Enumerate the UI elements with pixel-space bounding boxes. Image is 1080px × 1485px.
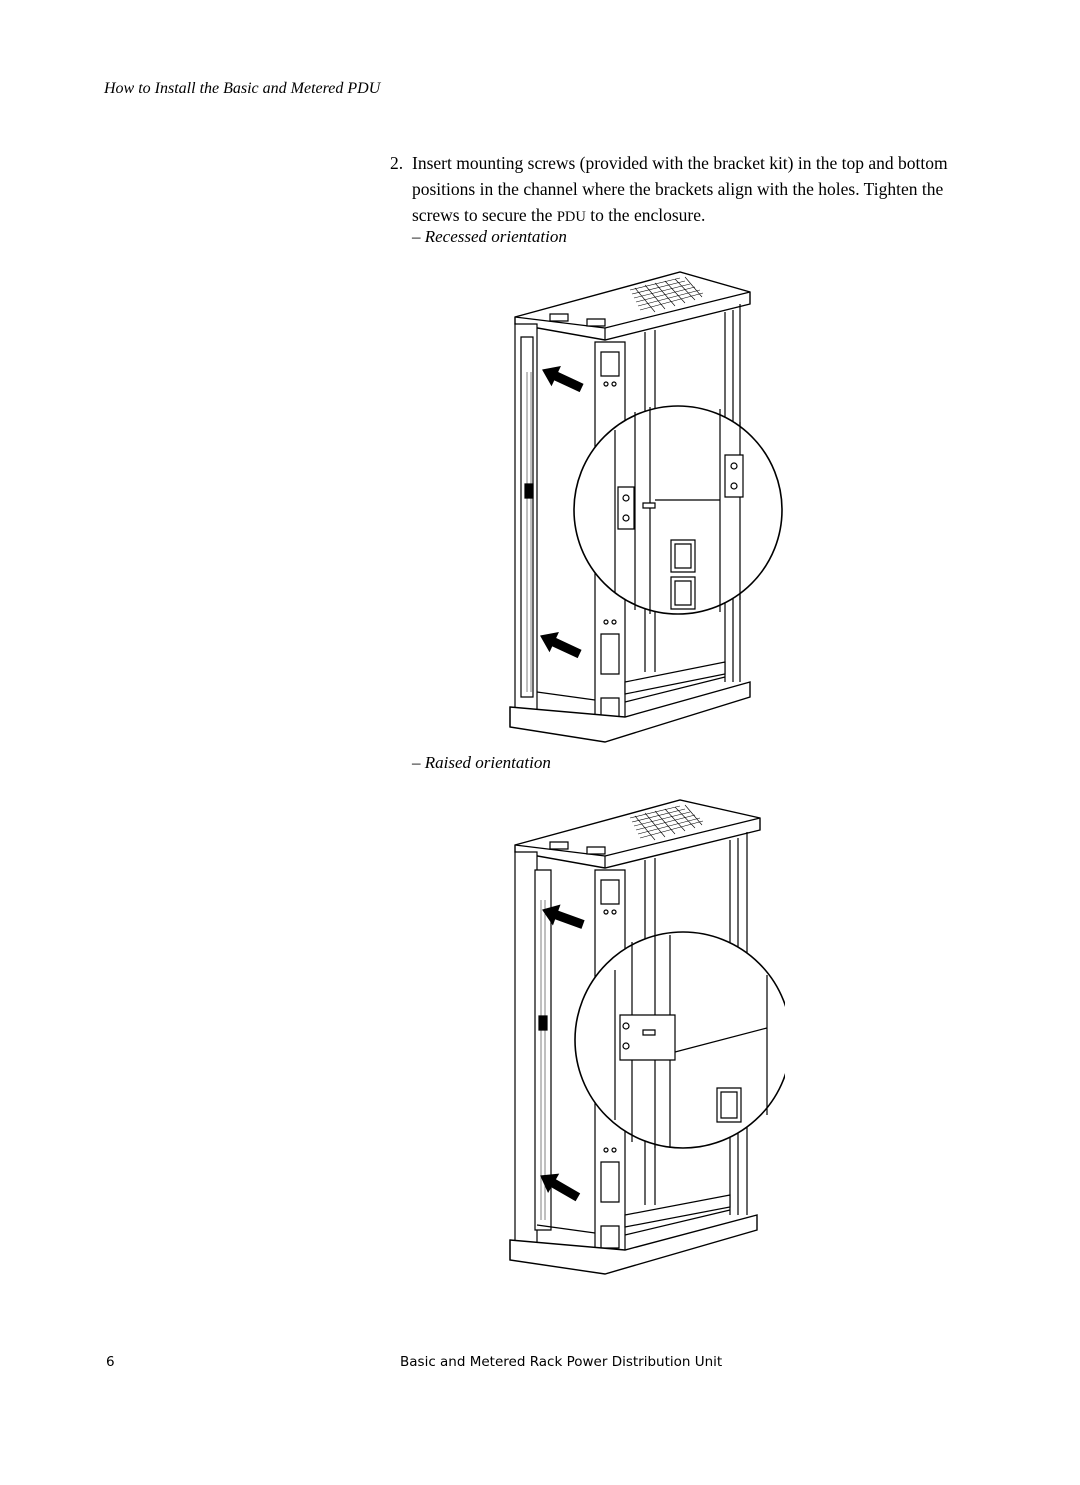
running-head: How to Install the Basic and Metered PDU <box>104 80 381 97</box>
raised-orientation-illustration <box>495 790 785 1280</box>
page-number: 6 <box>106 1354 115 1370</box>
recessed-orientation-caption: – Recessed orientation <box>412 227 567 246</box>
step-text: Insert mounting screws (provided with th… <box>412 150 950 230</box>
step-text-start: Insert mounting screws (provided with th… <box>412 153 948 225</box>
step-number: 2. <box>390 153 404 173</box>
raised-orientation-caption: – Raised orientation <box>412 753 551 772</box>
pdu-term: PDU <box>556 209 586 225</box>
step-2: 2. Insert mounting screws (provided with… <box>390 150 950 230</box>
footer-doc-title: Basic and Metered Rack Power Distributio… <box>400 1354 723 1370</box>
recessed-orientation-illustration <box>495 262 785 752</box>
step-text-end: to the enclosure. <box>585 205 706 225</box>
